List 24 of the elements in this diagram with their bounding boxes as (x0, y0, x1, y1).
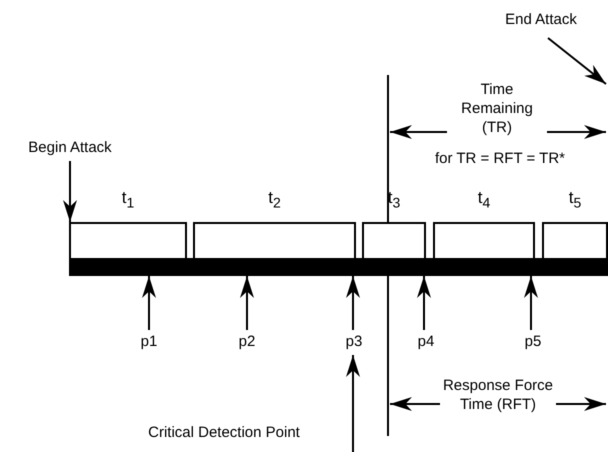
segment-time-label: t$_{4}$ (476, 188, 492, 212)
arrow (142, 276, 156, 330)
segment-time-label: t$_{5}$ (568, 188, 582, 212)
arrow (417, 276, 431, 330)
event-label: End Attack (486, 11, 596, 29)
callout-label: Critical Detection Point (116, 424, 332, 442)
segment-time-label: t$_{2}$ (267, 188, 282, 212)
arrow (63, 161, 77, 222)
arrow (547, 37, 607, 85)
arrow (346, 355, 360, 452)
detection-point-label: p2 (235, 333, 259, 351)
detection-point-label: p4 (414, 333, 438, 351)
segment-time-label: t$_{1}$ (120, 188, 136, 212)
event-label: Begin Attack (8, 139, 132, 157)
note-text: for TR = RFT = TR* (434, 149, 566, 168)
arrow (240, 276, 254, 330)
detection-point-label: p5 (521, 333, 545, 351)
timeline-bar (69, 258, 608, 276)
detection-point-label: p3 (342, 333, 366, 351)
detection-point-label: p1 (137, 333, 161, 351)
segment-time-label: t$_{3}$ (386, 188, 402, 212)
arrow (346, 276, 360, 330)
dimension-label: Time Remaining (TR) (447, 80, 547, 137)
arrow (524, 276, 538, 330)
